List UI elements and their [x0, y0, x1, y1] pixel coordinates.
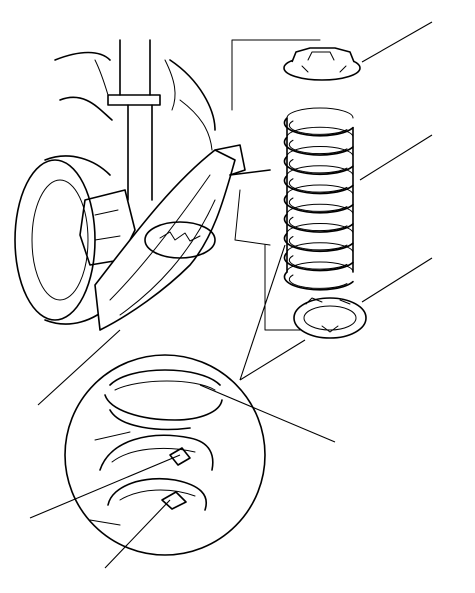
spring-coil-front: [283, 271, 354, 291]
spring-end-detail: [29, 329, 336, 569]
spring-coil-back: [286, 165, 354, 177]
spring-coil-back: [286, 184, 354, 196]
exploded-spring-parts: [231, 21, 433, 381]
spring-lower-seat: [293, 297, 367, 339]
spring-coil-back: [286, 107, 354, 119]
spring-coil-inner: [288, 216, 348, 232]
spring-coil-back: [286, 261, 354, 273]
spring-coil-inner: [288, 255, 348, 270]
spring-coil-inner: [288, 159, 348, 174]
spring-coil-front: [283, 194, 354, 214]
spring-coil-inner: [288, 139, 348, 155]
spring-coil-front: [283, 232, 354, 253]
spring-coil-front: [283, 155, 354, 176]
spring-coil-back: [286, 146, 354, 157]
spring-coil-front: [283, 136, 354, 156]
spring-coil-inner: [288, 274, 348, 289]
spring-coil-back: [286, 126, 354, 138]
spring-coil-front: [283, 174, 354, 195]
suspension-assembly: [14, 39, 271, 331]
spring-coil-back: [286, 242, 354, 254]
spring-coil-front: [283, 251, 354, 272]
spring-coil-back: [286, 223, 354, 234]
coil-spring: [283, 107, 354, 291]
spring-coil-front: [283, 213, 354, 233]
spring-coil-inner: [288, 120, 348, 135]
spring-coil-inner: [288, 197, 348, 212]
spring-coil-inner: [288, 178, 348, 193]
spring-coil-back: [286, 203, 354, 215]
spring-coil-inner: [288, 236, 348, 251]
spring-coil-front: [283, 117, 354, 137]
spring-upper-mount-seat: [283, 47, 361, 81]
